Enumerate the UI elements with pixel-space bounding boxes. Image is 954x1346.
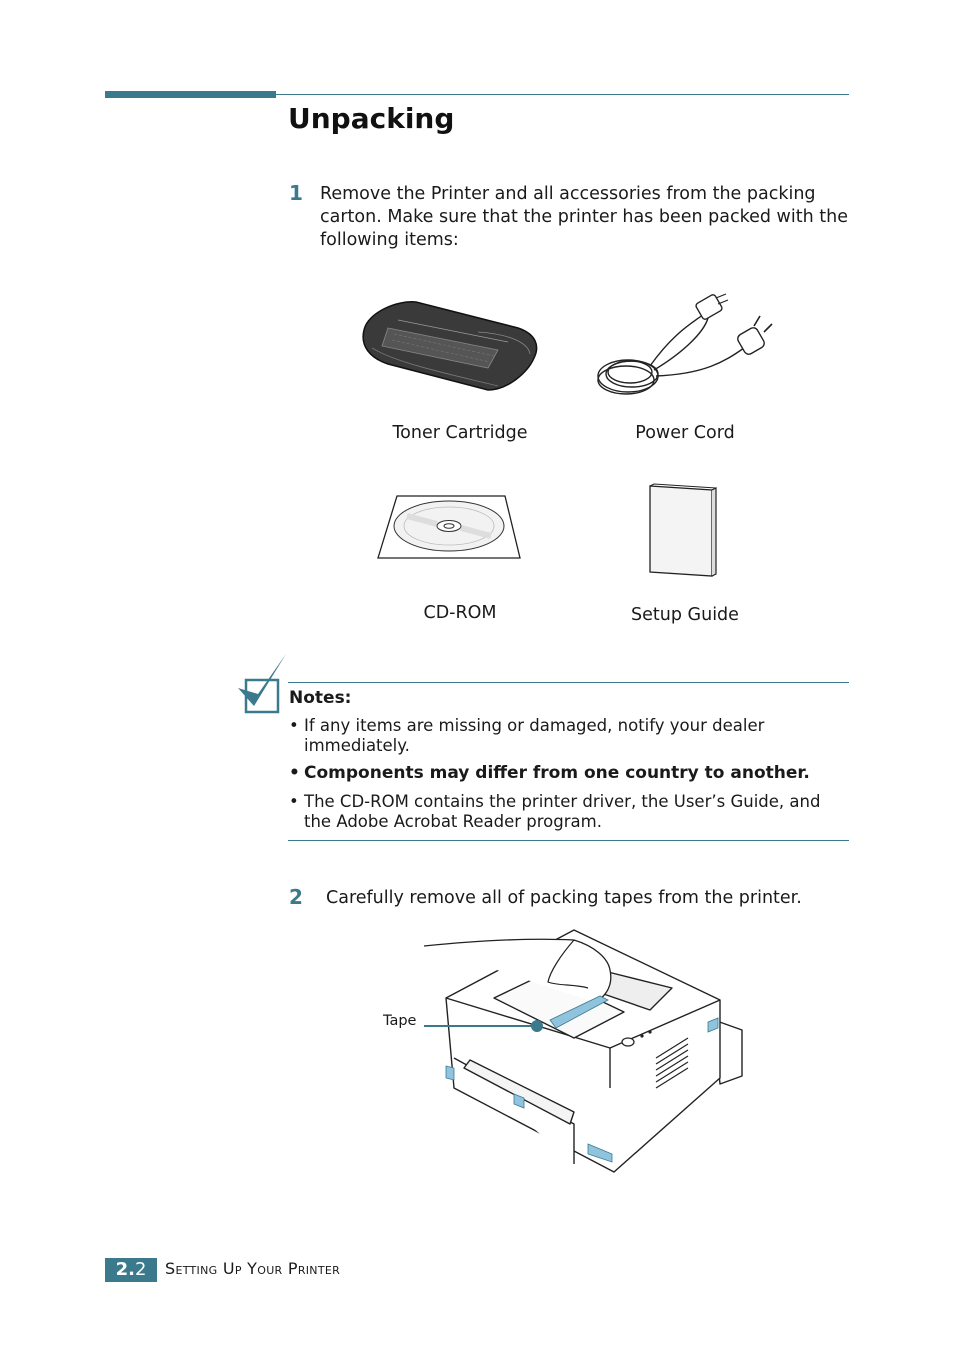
step-number-2: 2 xyxy=(289,885,303,909)
notes-bottom-rule xyxy=(288,840,849,841)
cd-rom-caption: CD-ROM xyxy=(423,603,497,623)
notes-top-rule xyxy=(288,682,849,683)
toner-cartridge-caption: Toner Cartridge xyxy=(392,423,528,443)
page-title: Unpacking xyxy=(288,102,455,135)
header-rule-thick xyxy=(105,91,276,98)
tape-pointer-line xyxy=(424,1020,543,1032)
note-item: • If any items are missing or damaged, no… xyxy=(289,716,849,756)
step-1-line: following items: xyxy=(320,230,459,250)
cd-rom-image xyxy=(377,495,521,559)
note-line: immediately. xyxy=(304,736,410,755)
step-1-line: Remove the Printer and all accessories f… xyxy=(320,184,816,204)
checkmark-icon xyxy=(238,654,286,714)
step-1-text: Remove the Printer and all accessories f… xyxy=(320,183,848,252)
note-line: Components may differ from one country t… xyxy=(304,763,810,783)
setup-guide-image xyxy=(649,483,717,577)
toner-cartridge-image xyxy=(362,301,538,391)
footer-section-number: 2.2 xyxy=(105,1258,157,1282)
step-2-text: Carefully remove all of packing tapes fr… xyxy=(326,888,802,908)
footer-section-major: 2. xyxy=(115,1259,135,1280)
power-cord-image xyxy=(597,293,773,395)
notes-title: Notes: xyxy=(289,688,352,708)
note-bullet: • xyxy=(289,763,300,783)
header-rule-thin xyxy=(276,94,849,95)
note-bullet: • xyxy=(289,716,299,735)
note-line: If any items are missing or damaged, not… xyxy=(304,716,765,735)
note-line: The CD-ROM contains the printer driver, … xyxy=(304,792,821,811)
note-bullet: • xyxy=(289,792,299,811)
note-line: the Adobe Acrobat Reader program. xyxy=(304,812,602,831)
step-1-line: carton. Make sure that the printer has b… xyxy=(320,207,848,227)
note-item: • The CD-ROM contains the printer driver,… xyxy=(289,792,849,832)
printer-image xyxy=(423,929,743,1173)
power-cord-caption: Power Cord xyxy=(635,423,735,443)
footer-section-minor: 2 xyxy=(134,1259,147,1280)
tape-label: Tape xyxy=(383,1013,417,1029)
note-item-bold: •Components may differ from one country … xyxy=(289,763,849,783)
footer-chapter-title: Setting Up Your Printer xyxy=(165,1259,341,1278)
step-number-1: 1 xyxy=(289,181,303,205)
setup-guide-caption: Setup Guide xyxy=(631,605,739,625)
